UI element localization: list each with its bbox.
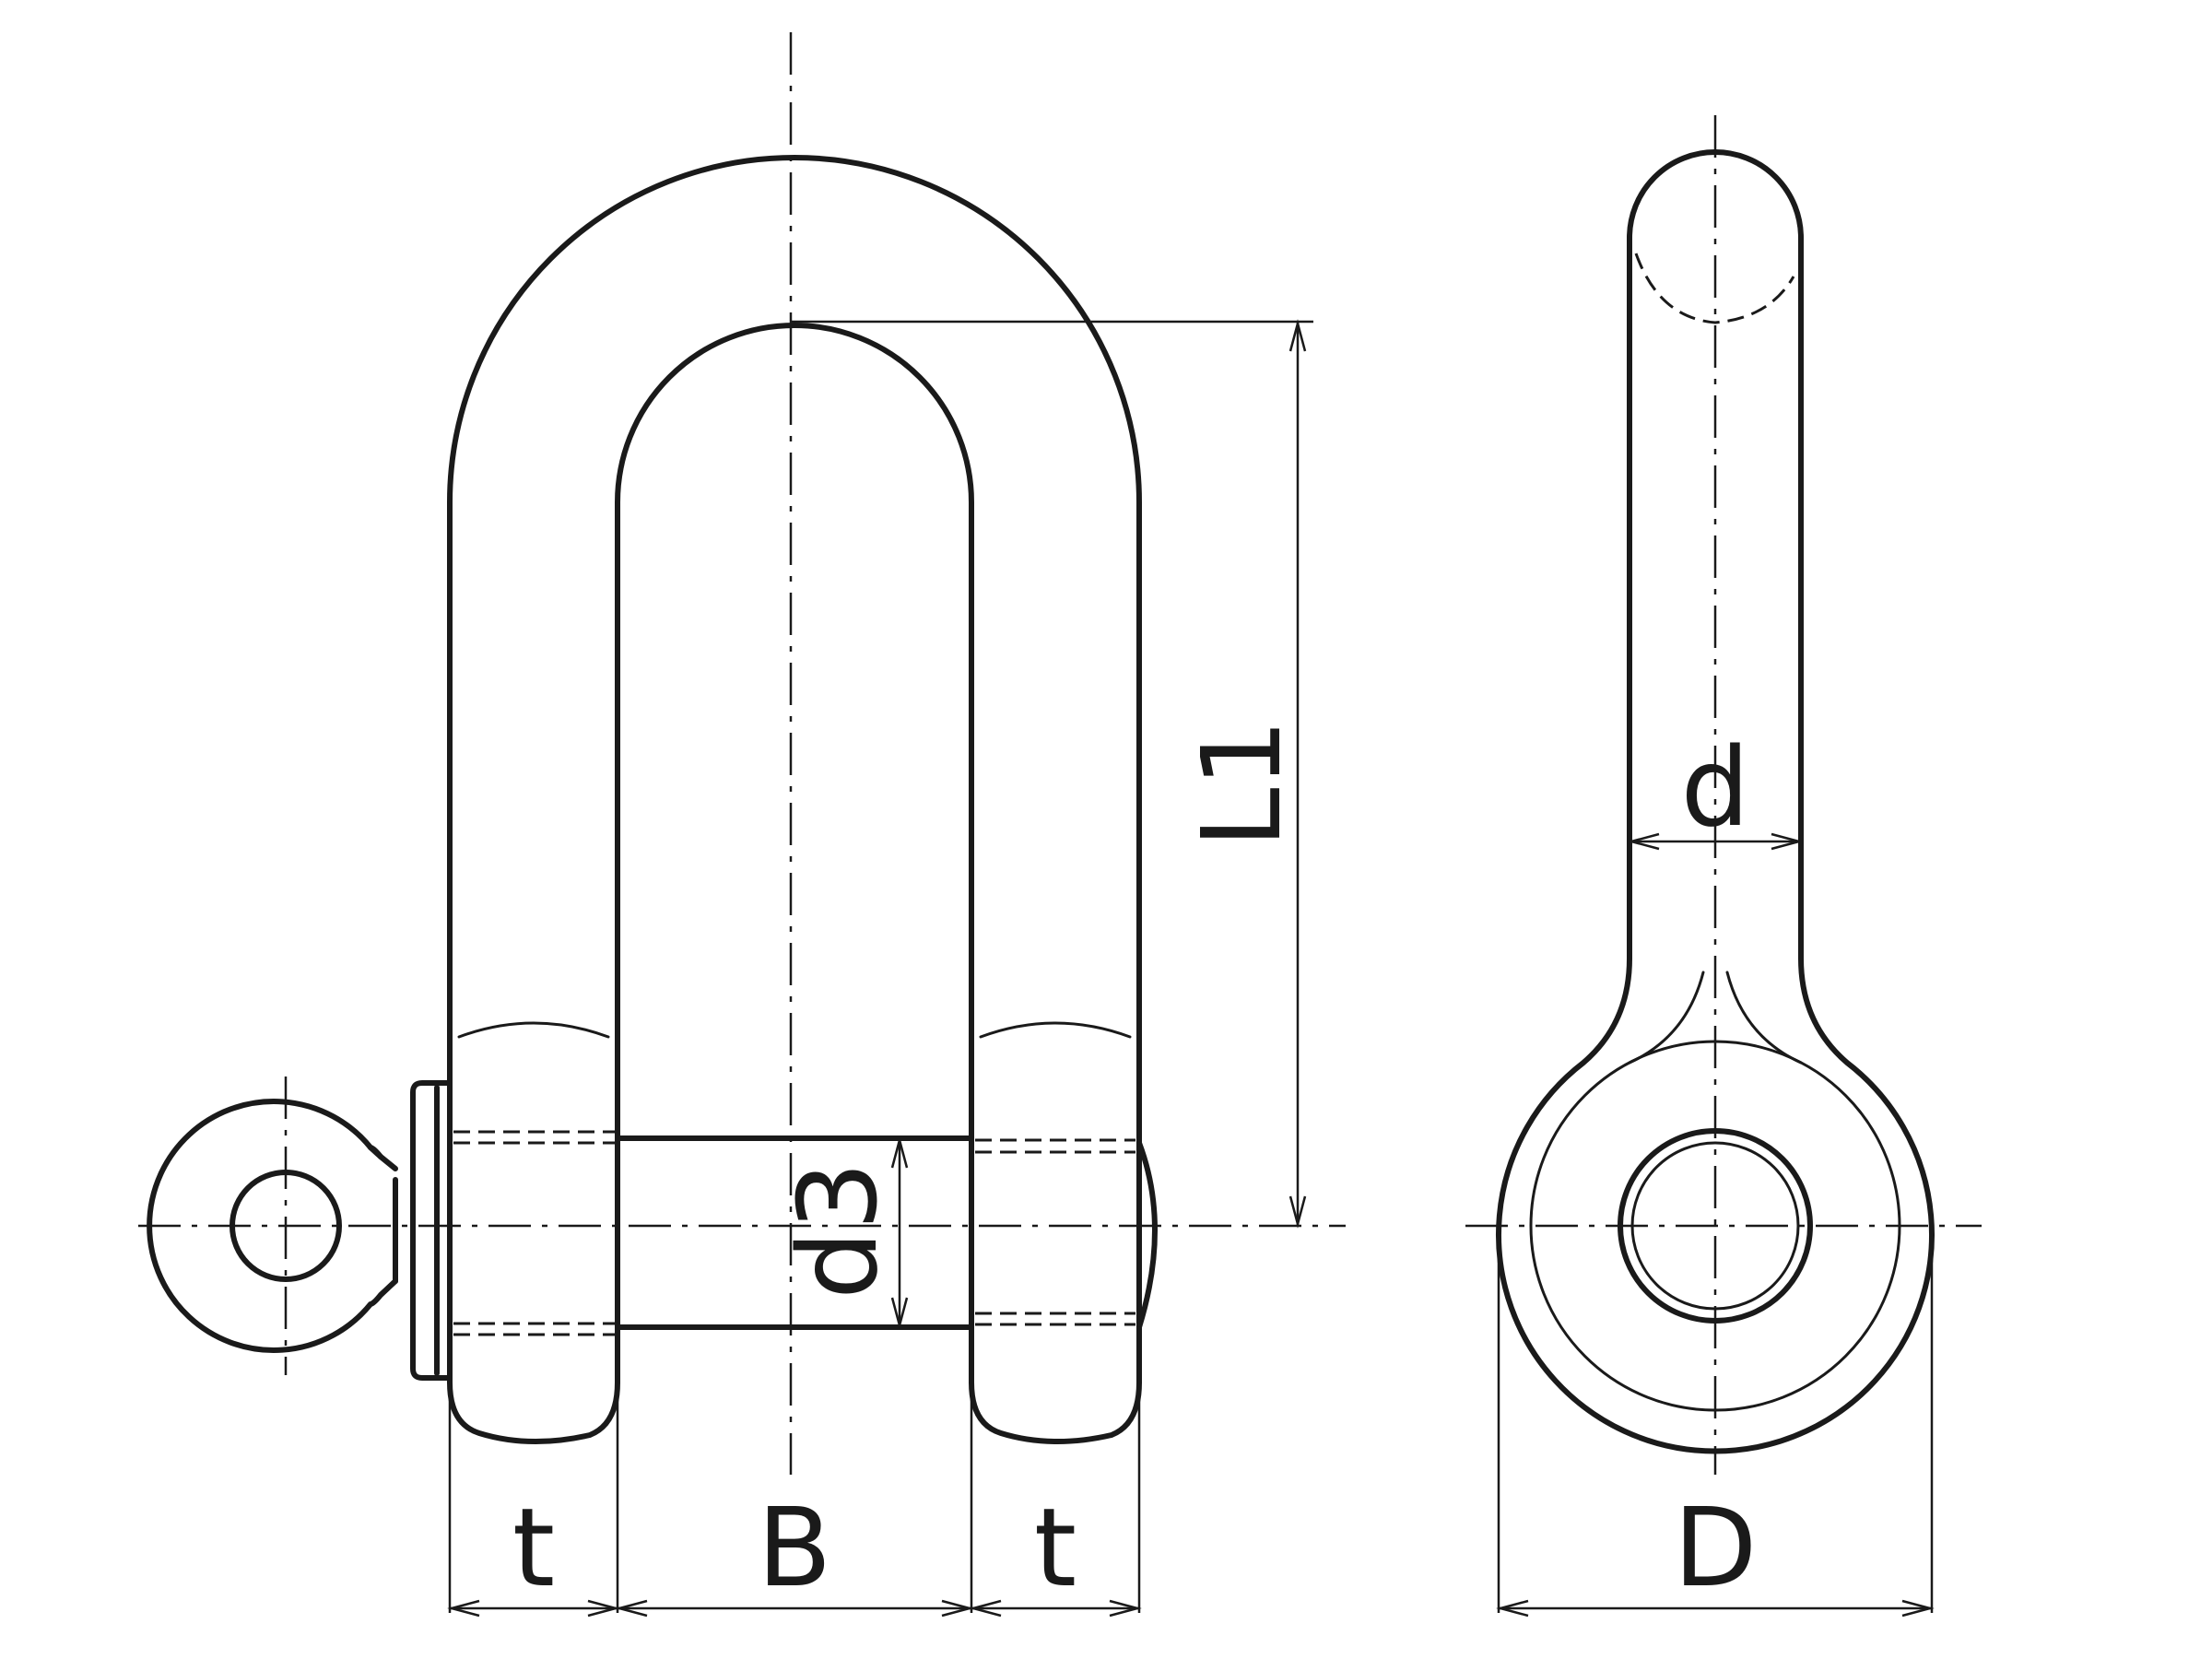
L1-label: L1 xyxy=(1178,719,1305,849)
side-view: d D xyxy=(1465,115,1982,1618)
front-view: L1 d3 t B t xyxy=(138,32,1346,1618)
right-eye-foot xyxy=(969,1380,1142,1444)
side-transition-curve-left xyxy=(1628,971,1705,1065)
left-eye-foot xyxy=(447,1380,620,1444)
D-arrow-right xyxy=(1901,1599,1935,1618)
d-arrow-left xyxy=(1627,832,1660,851)
dim-arrow xyxy=(1109,1599,1142,1618)
t-left-label: t xyxy=(512,1484,555,1611)
right-eye-boss-arc xyxy=(979,1021,1132,1039)
D-arrow-left xyxy=(1496,1599,1529,1618)
left-eye-boss-arc xyxy=(457,1021,610,1039)
d3-arrow-top xyxy=(890,1135,909,1169)
side-transition-curve-right xyxy=(1725,971,1803,1065)
dim-arrow xyxy=(615,1599,648,1618)
d3-arrow-bottom xyxy=(890,1297,909,1330)
L1-arrow-bottom xyxy=(1288,1195,1307,1229)
bow-outer-outline xyxy=(447,155,1142,1385)
d3-label: d3 xyxy=(774,1161,901,1300)
pin-head-collar xyxy=(410,1080,453,1381)
dim-arrow xyxy=(969,1599,1002,1618)
d-arrow-right xyxy=(1771,832,1804,851)
t-right-label: t xyxy=(1034,1484,1077,1611)
B-label: B xyxy=(758,1484,832,1611)
d-label: d xyxy=(1681,724,1750,851)
D-label: D xyxy=(1674,1484,1758,1611)
pin-thread-end xyxy=(1136,1140,1158,1330)
bow-inner-outline xyxy=(615,323,974,1385)
dim-arrow xyxy=(447,1599,480,1618)
side-bow-hidden-curve xyxy=(1634,253,1795,324)
pin-head-eye-upper xyxy=(368,1145,398,1171)
pin-head-eye xyxy=(147,1099,398,1353)
L1-arrow-top xyxy=(1288,319,1307,352)
